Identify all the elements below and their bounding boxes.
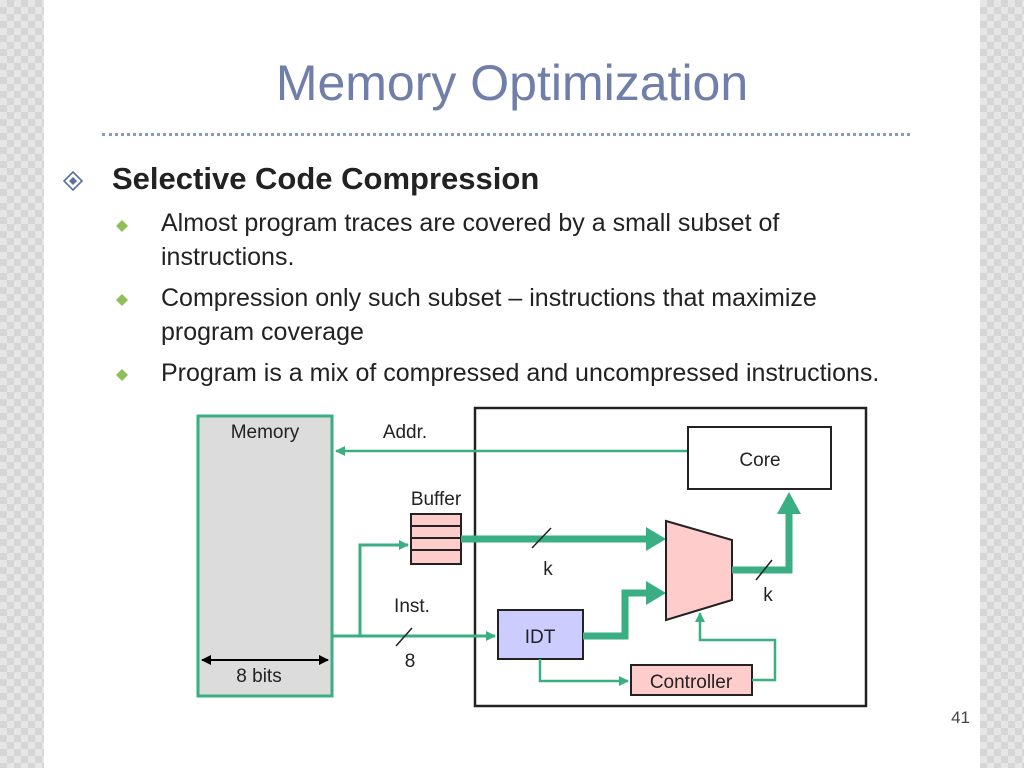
bullet-line: Program is a mix of compressed and uncom…	[161, 359, 880, 387]
bus-slash	[395, 627, 413, 647]
diamond-bullet-icon	[116, 369, 128, 381]
memory-label: Memory	[231, 422, 300, 443]
memory-width-label: 8 bits	[236, 666, 281, 687]
bullet-line: program coverage	[161, 318, 364, 346]
mux-block	[665, 519, 733, 622]
controller-label: Controller	[650, 672, 733, 693]
idt-to-controller-arrow	[538, 659, 629, 686]
controller-to-mux-arrow	[695, 612, 777, 682]
inst-width-label: 8	[405, 651, 416, 672]
idt-to-mux-arrow	[583, 589, 648, 640]
k-label-core: k	[763, 585, 773, 606]
controller-block	[630, 664, 753, 696]
bullet-line: Almost program traces are covered by a s…	[161, 209, 780, 237]
memory-to-buffer-arrow	[332, 540, 409, 638]
page-number: 41	[951, 708, 970, 727]
bullet-line: instructions.	[161, 243, 295, 271]
diamond-bullet-icon	[116, 220, 128, 232]
bullet-item-2: Compression only such subset – instructi…	[161, 281, 951, 349]
bullet-heading: Selective Code Compression	[112, 161, 540, 196]
mux-to-core-arrow	[732, 512, 793, 574]
memory-block	[196, 414, 334, 698]
k-label-buffer: k	[543, 559, 553, 580]
diamond-bullet-icon	[116, 294, 128, 306]
bullet-line: Compression only such subset – instructi…	[161, 284, 817, 312]
bus-slash	[755, 559, 773, 581]
inst-label: Inst.	[394, 596, 430, 617]
idt-block	[497, 609, 584, 660]
buffer-label: Buffer	[411, 489, 462, 510]
buffer-block	[410, 513, 462, 565]
bus-slash	[531, 527, 552, 549]
core-label: Core	[739, 450, 780, 471]
idt-label: IDT	[525, 627, 556, 648]
core-block	[687, 426, 832, 490]
title-divider	[102, 133, 910, 136]
diamond-bullet-icon	[62, 170, 84, 192]
bullet-item-3: Program is a mix of compressed and uncom…	[161, 356, 951, 390]
slide-title: Memory Optimization	[275, 55, 749, 111]
addr-label: Addr.	[383, 422, 427, 443]
bullet-item-1: Almost program traces are covered by a s…	[161, 206, 951, 274]
